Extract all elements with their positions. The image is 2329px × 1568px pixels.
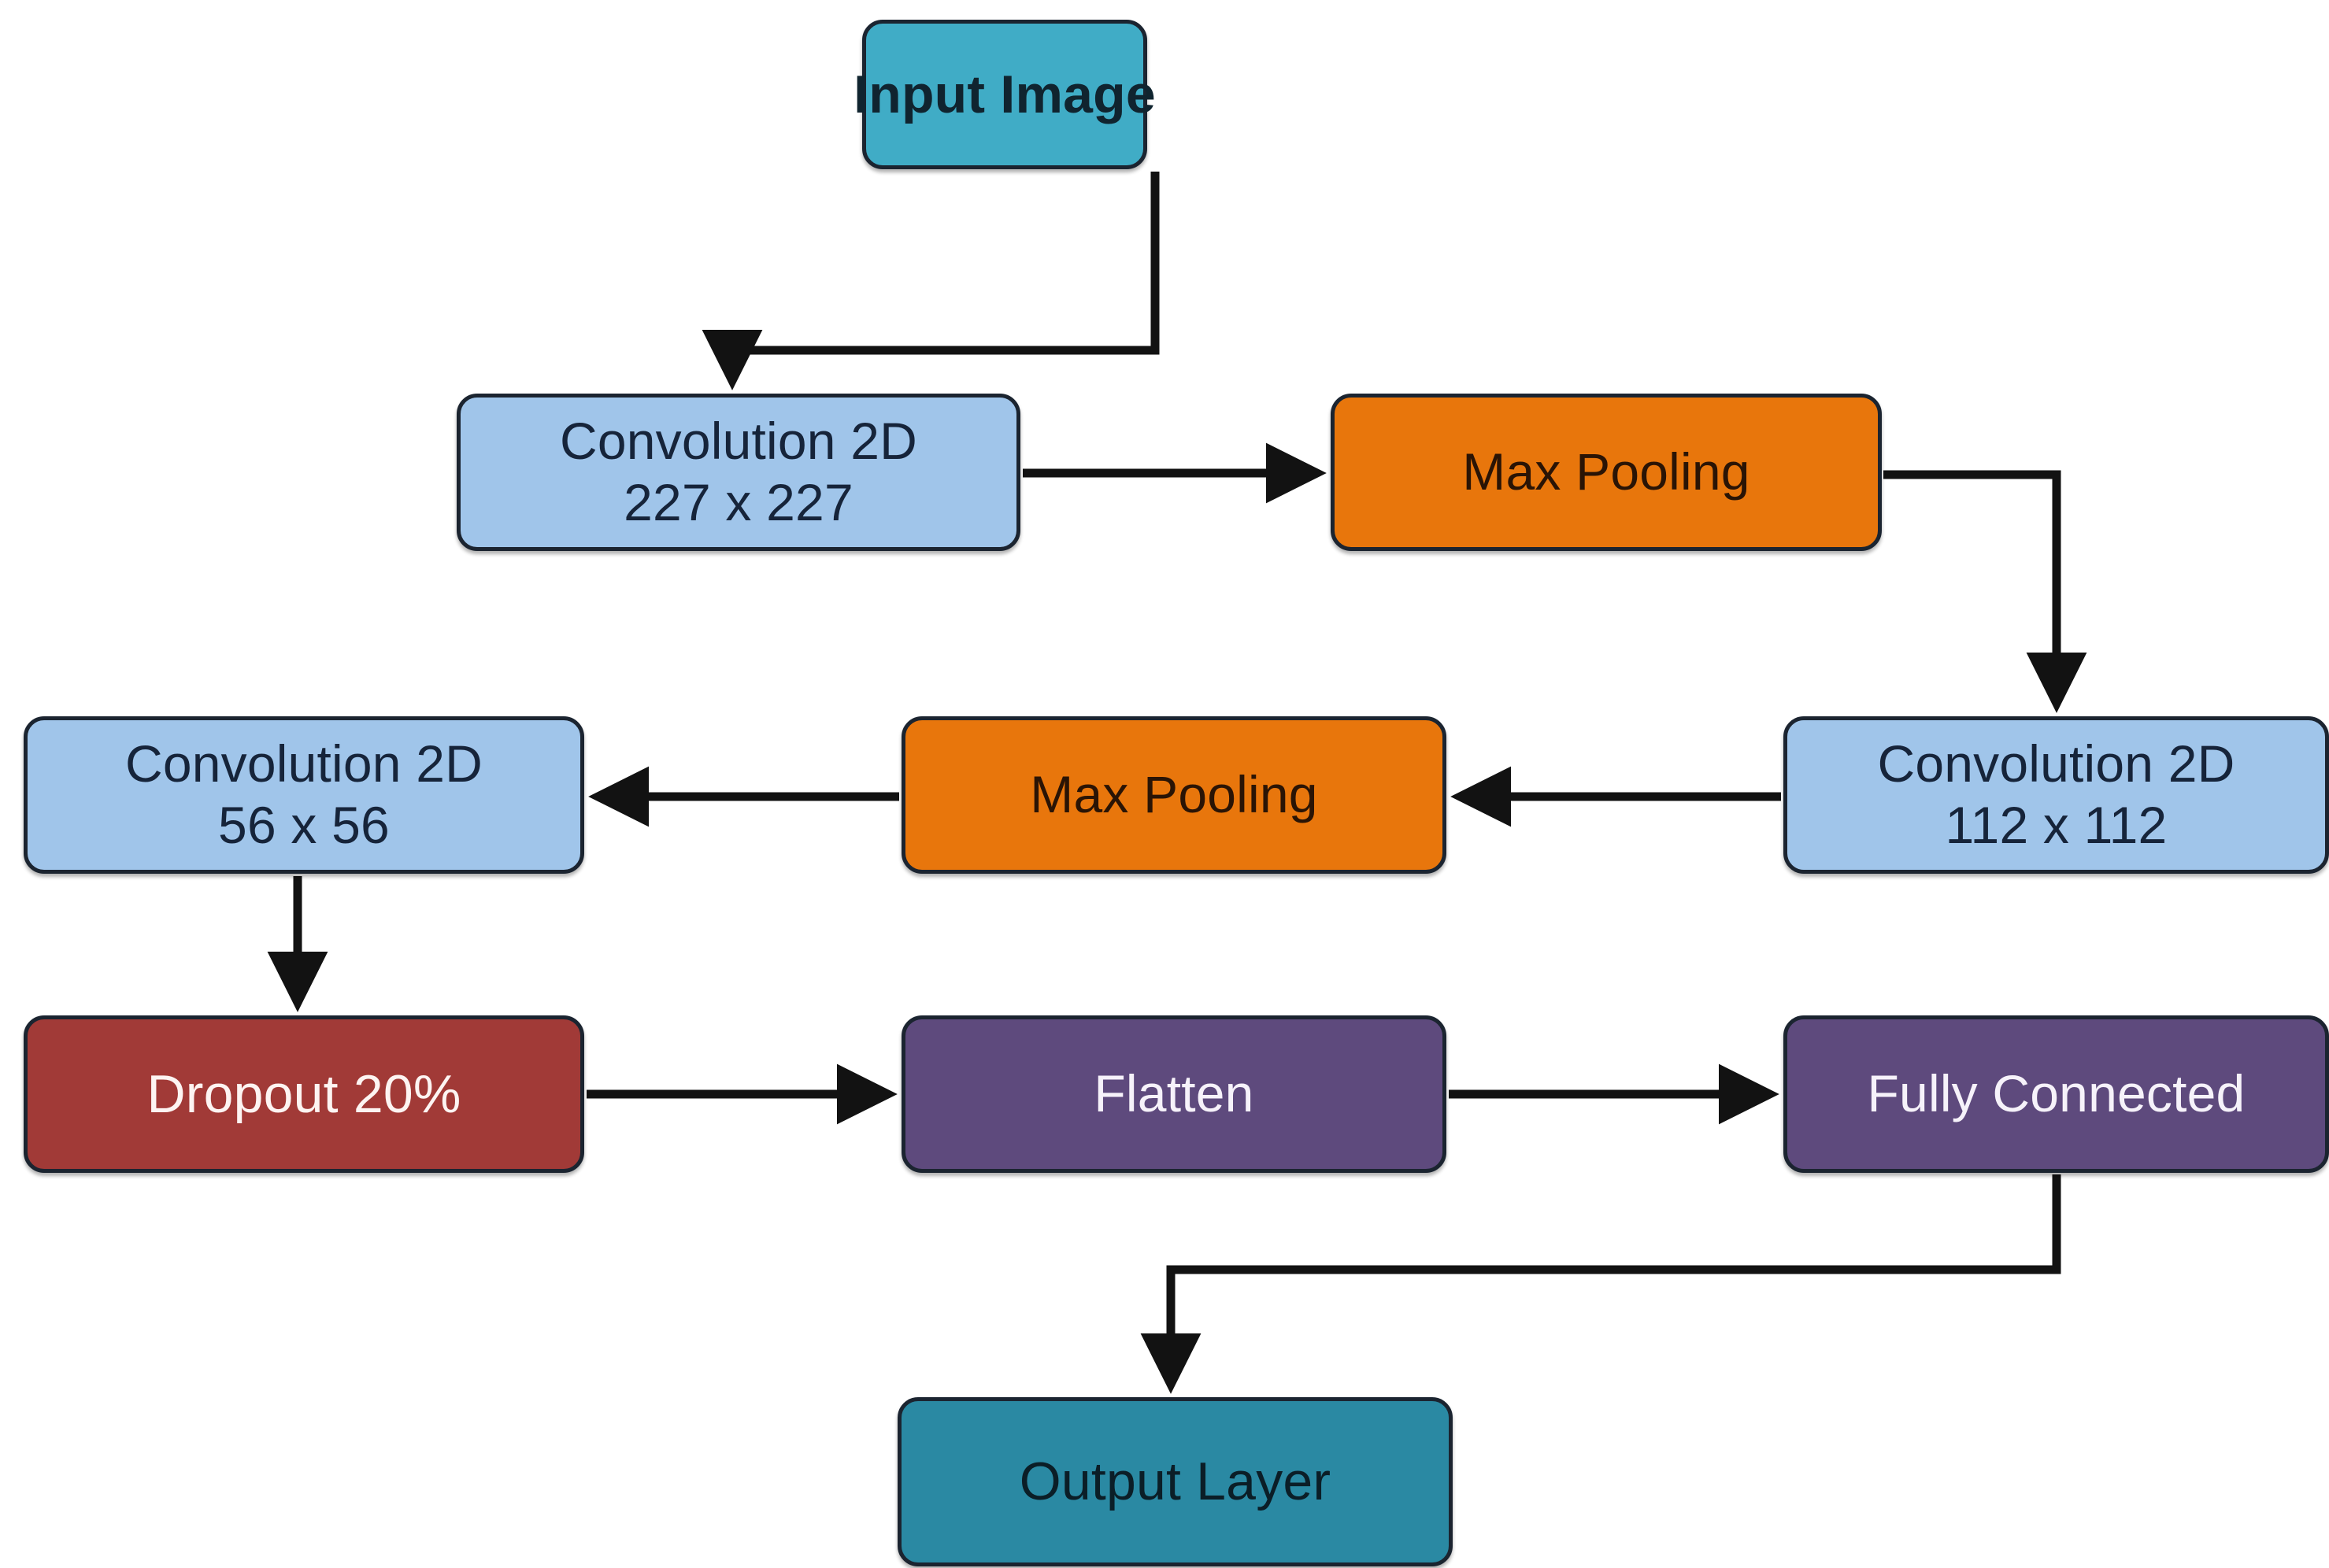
node-flatten[interactable]: Flatten <box>902 1015 1446 1173</box>
node-convolution-2d-56[interactable]: Convolution 2D 56 x 56 <box>24 716 584 874</box>
node-input-image-label: Input Image <box>853 64 1156 124</box>
node-input-image[interactable]: Input Image <box>853 20 1156 169</box>
node-convolution-2d-112[interactable]: Convolution 2D 112 x 112 <box>1783 716 2329 874</box>
node-output-layer[interactable]: Output Layer <box>898 1397 1453 1566</box>
edge-fc-to-output <box>1140 1174 2061 1394</box>
node-dropout-label: Dropout 20% <box>146 1063 461 1124</box>
node-dropout[interactable]: Dropout 20% <box>24 1015 584 1173</box>
node-max-pooling-1-label: Max Pooling <box>1462 442 1750 501</box>
node-convolution-2d-112-label-line2: 112 x 112 <box>1945 796 2168 854</box>
node-output-layer-label: Output Layer <box>1019 1452 1331 1512</box>
node-convolution-2d-227[interactable]: Convolution 2D 227 x 227 <box>457 394 1020 551</box>
node-convolution-2d-56-label-line2: 56 x 56 <box>218 796 390 854</box>
node-convolution-2d-227-label-line1: Convolution 2D <box>559 412 918 471</box>
node-convolution-2d-56-label-line1: Convolution 2D <box>124 734 483 793</box>
node-max-pooling-2-label: Max Pooling <box>1030 765 1318 824</box>
edge-pool1-to-conv112 <box>1883 470 2087 713</box>
node-flatten-label: Flatten <box>1094 1064 1254 1123</box>
edge-input-to-conv227 <box>702 172 1160 390</box>
node-fully-connected[interactable]: Fully Connected <box>1783 1015 2329 1173</box>
node-max-pooling-2[interactable]: Max Pooling <box>902 716 1446 874</box>
node-convolution-2d-112-label-line1: Convolution 2D <box>1877 734 2235 793</box>
node-convolution-2d-227-label-line2: 227 x 227 <box>624 473 853 531</box>
node-max-pooling-1[interactable]: Max Pooling <box>1331 394 1882 551</box>
node-fully-connected-label: Fully Connected <box>1867 1064 2246 1123</box>
